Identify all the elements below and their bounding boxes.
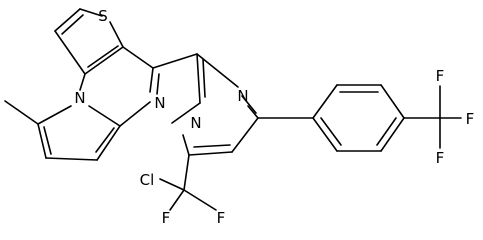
bond-thiophene-pyrazole: [122, 46, 154, 69]
atom-label-pyrazole-nitrogen: N: [154, 94, 165, 112]
pyrimidine-ring: [182, 53, 259, 156]
phenyl-ring: [312, 84, 405, 152]
pyrrole-ring: [37, 105, 121, 161]
structure-svg: S N N N N Cl F F F F F: [4, 7, 474, 227]
atom-label-bridge-nitrogen: N: [190, 114, 201, 132]
pyrazole-ring: [149, 53, 206, 124]
atom-label-chlorine: Cl: [140, 171, 155, 189]
molecule-structure-diagram: S N N N N Cl F F F F F: [4, 7, 474, 227]
atom-label-fluorine-left: F: [162, 209, 171, 227]
cf2cl-group: [159, 154, 217, 211]
atom-label-fluorine-right: F: [217, 209, 226, 227]
atom-label-fluorine-cf3-right: F: [466, 110, 475, 128]
atom-label-fluorine-cf3-top: F: [436, 67, 445, 85]
bond-methyl-left: [4, 100, 39, 125]
atom-label-sulfur: S: [98, 7, 108, 25]
atom-label-pyrrole-nitrogen: N: [74, 89, 85, 107]
bond-methyl-right: [119, 101, 151, 127]
atom-label-pyrimidine-nitrogen: N: [237, 87, 248, 105]
atom-label-fluorine-cf3-bottom: F: [436, 149, 445, 167]
cf3-group: [403, 85, 462, 149]
atom-labels: S N N N N Cl F F F F F: [74, 7, 474, 227]
thiophene-ring: [54, 8, 124, 75]
bond-thiophene-pyrrole: [79, 73, 86, 91]
